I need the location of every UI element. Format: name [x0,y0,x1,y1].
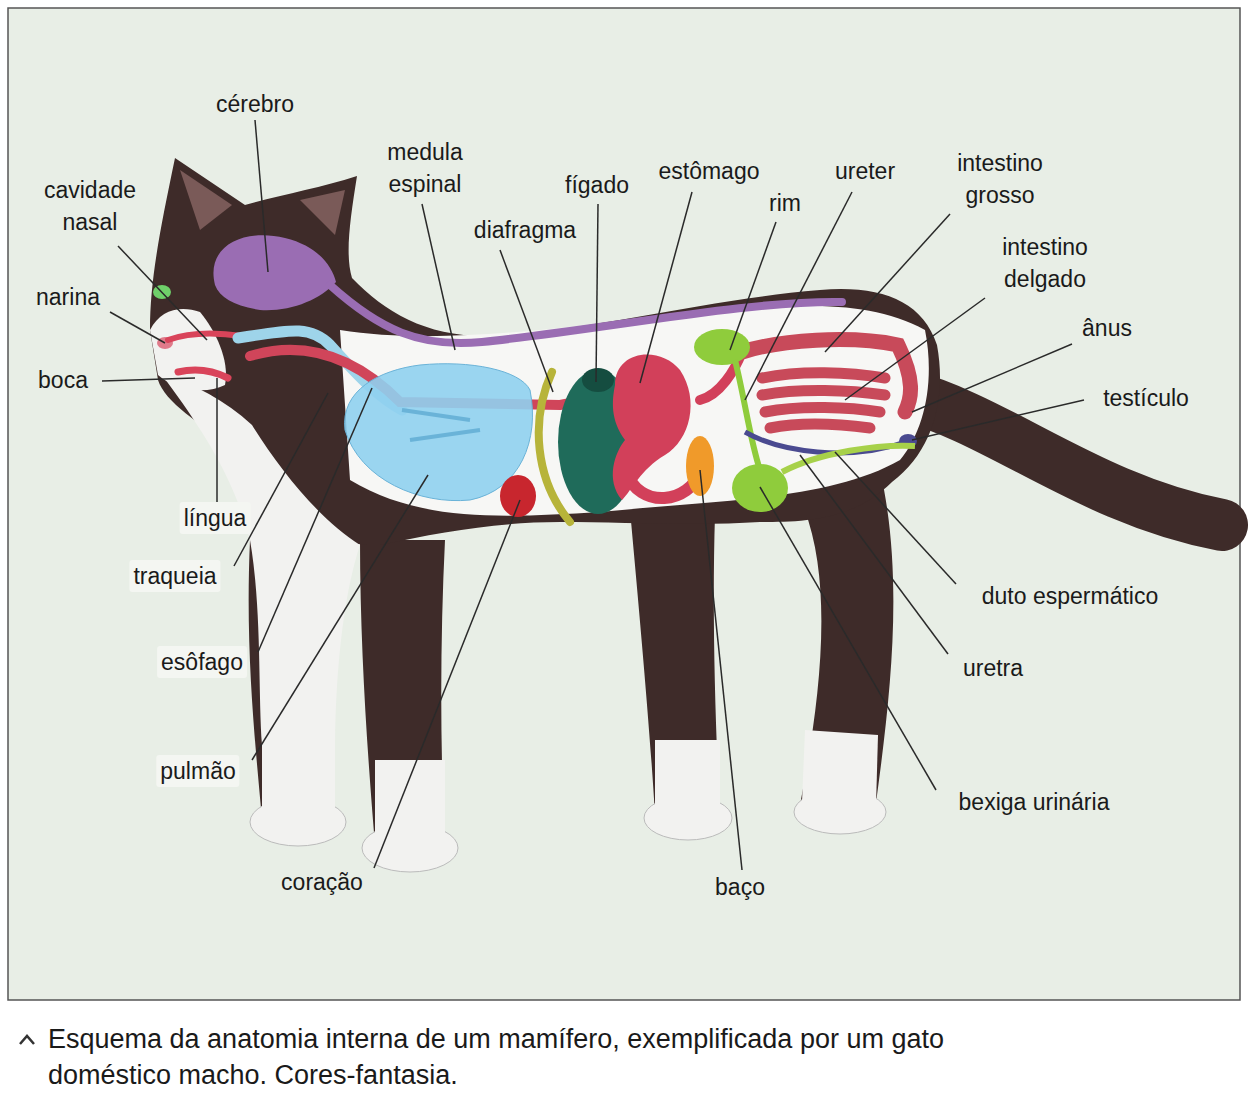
part-label: fígado [565,169,629,201]
leader-lines [640,192,692,383]
cat-body [180,170,232,230]
leader-lines [912,400,1084,440]
leader-lines [118,246,207,340]
leader-lines [422,204,455,350]
cat-body [262,740,335,815]
cat-body [790,470,893,810]
cat-body [630,510,720,815]
organs [153,235,917,522]
cat-body [360,540,445,845]
caption-marker [20,1036,34,1044]
part-label: rim [769,187,801,219]
part-label: intestino grosso [943,147,1058,211]
part-label: cérebro [216,88,294,120]
organs [762,373,885,378]
leader-lines [216,378,218,502]
organs [745,432,905,453]
organs [770,424,870,428]
part-label: cavidade nasal [35,174,145,238]
cat-body [300,190,345,235]
organs [213,235,336,310]
cat-body [160,372,360,745]
leader-lines [825,214,950,352]
organs [762,373,885,428]
leader-lines [255,120,268,272]
part-label: duto espermático [982,580,1158,612]
organs [345,364,533,501]
cat-body [655,740,720,812]
organs [762,390,885,395]
leader-lines [110,312,165,343]
leader-lines [252,475,428,760]
part-label: intestino delgado [988,231,1103,295]
organs [765,407,880,412]
organs [694,329,750,365]
part-label: uretra [963,652,1023,684]
leader-lines [500,250,553,392]
organs [402,410,480,440]
leader-lines [700,470,742,870]
cat-body [150,158,1222,872]
leader-lines [845,298,985,400]
part-label: estômago [658,155,759,187]
figure-frame [8,8,1240,1000]
leader-lines [374,500,520,868]
part-label: diafragma [474,214,576,246]
leader-lines [745,192,852,400]
part-label: pulmão [156,755,239,787]
leader-lines [596,204,598,382]
leader-lines [800,455,948,654]
part-label: ânus [1082,312,1132,344]
part-label: baço [715,871,765,903]
leader-lines [835,452,956,584]
part-label: boca [38,364,88,396]
part-label: língua [180,502,251,534]
organs [613,354,691,500]
figure-caption: Esquema da anatomia interna de um mamífe… [48,1022,1058,1093]
part-label: medula espinal [370,136,480,200]
leader-lines [234,393,328,566]
part-label: testículo [1103,382,1189,414]
organs [168,333,242,340]
part-label: ureter [835,155,895,187]
part-label: bexiga urinária [959,786,1110,818]
organs [500,475,536,517]
organs [686,436,714,496]
cat-body [802,730,878,806]
organs [330,285,842,343]
leader-lines [912,344,1072,412]
part-label: coração [281,866,363,898]
leader-lines [102,120,1084,870]
leader-lines [730,222,776,350]
organs [178,370,228,378]
part-label: narina [36,281,100,313]
leader-lines [102,378,195,381]
cat-body [375,760,445,840]
cat-body [905,395,1222,525]
organs [582,368,614,392]
leader-lines [258,388,372,652]
leader-lines [760,487,936,790]
part-label: esôfago [157,646,247,678]
part-label: traqueia [129,560,220,592]
